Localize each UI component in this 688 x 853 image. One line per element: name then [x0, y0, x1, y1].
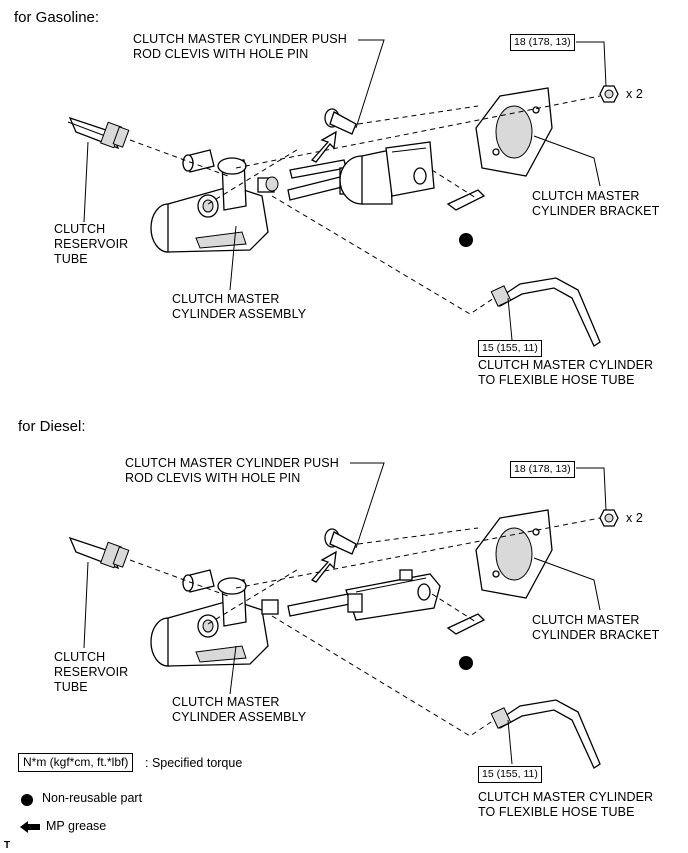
gasoline-diagram: [67, 85, 619, 347]
diesel-hose-tube: [490, 699, 601, 769]
diesel-assembly-label: CLUTCH MASTER CYLINDER ASSEMBLY: [172, 695, 307, 724]
legend-nonreusable-text: Non-reusable part: [42, 791, 143, 805]
gasoline-tube-torque: 15 (155, 11): [478, 340, 542, 357]
gasoline-assembly-label: CLUTCH MASTER CYLINDER ASSEMBLY: [172, 292, 307, 321]
legend-nonreusable-icon: [21, 794, 33, 806]
gasoline-clip: [446, 189, 486, 211]
legend-torque-text: : Specified torque: [145, 756, 243, 770]
gasoline-reservoir-label: CLUTCH RESERVOIR TUBE: [54, 222, 129, 266]
diesel-push-rod-label: CLUTCH MASTER CYLINDER PUSH ROD CLEVIS W…: [125, 456, 339, 485]
diesel-tube-torque: 15 (155, 11): [478, 766, 542, 783]
diesel-diagram: [68, 509, 619, 769]
diesel-push-rod: [287, 569, 441, 621]
gasoline-master-cylinder: [150, 149, 279, 253]
legend-grease-text: MP grease: [46, 819, 107, 833]
diesel-bracket: [475, 509, 553, 599]
diesel-reservoir-tube: [68, 536, 130, 570]
gasoline-reservoir-tube: [67, 116, 130, 150]
diesel-nut-qty: x 2: [626, 511, 643, 525]
gasoline-bracket: [475, 87, 553, 177]
gasoline-grease-arrow: [310, 130, 337, 163]
diesel-master-cylinder: [150, 569, 279, 667]
gasoline-nut-torque: 18 (178, 13): [510, 34, 575, 51]
legend-grease-arrow-icon: [20, 821, 40, 833]
gasoline-header: for Gasoline:: [14, 9, 100, 26]
diesel-bracket-label: CLUTCH MASTER CYLINDER BRACKET: [532, 613, 660, 642]
diesel-reservoir-label: CLUTCH RESERVOIR TUBE: [54, 650, 129, 694]
diesel-clevis-pin: [324, 528, 357, 555]
gasoline-nut-qty: x 2: [626, 87, 643, 101]
gasoline-hose-tube: [490, 277, 601, 347]
gasoline-bracket-label: CLUTCH MASTER CYLINDER BRACKET: [532, 189, 660, 218]
gasoline-push-rod: [287, 141, 435, 205]
diesel-tube-label: CLUTCH MASTER CYLINDER TO FLEXIBLE HOSE …: [478, 790, 654, 819]
gasoline-tube-label: CLUTCH MASTER CYLINDER TO FLEXIBLE HOSE …: [478, 358, 654, 387]
diesel-nonreusable-mark: [459, 656, 473, 670]
diesel-header: for Diesel:: [18, 418, 86, 435]
diesel-nut-torque: 18 (178, 13): [510, 461, 575, 478]
diesel-grease-arrow: [310, 550, 337, 583]
legend-torque-box: N*m (kgf*cm, ft.*lbf): [18, 753, 134, 772]
diesel-clip: [446, 613, 486, 635]
gasoline-push-rod-label: CLUTCH MASTER CYLINDER PUSH ROD CLEVIS W…: [133, 32, 347, 61]
corner-mark: T: [4, 840, 11, 851]
gasoline-clevis-pin: [324, 108, 357, 135]
gasoline-nonreusable-mark: [459, 233, 473, 247]
